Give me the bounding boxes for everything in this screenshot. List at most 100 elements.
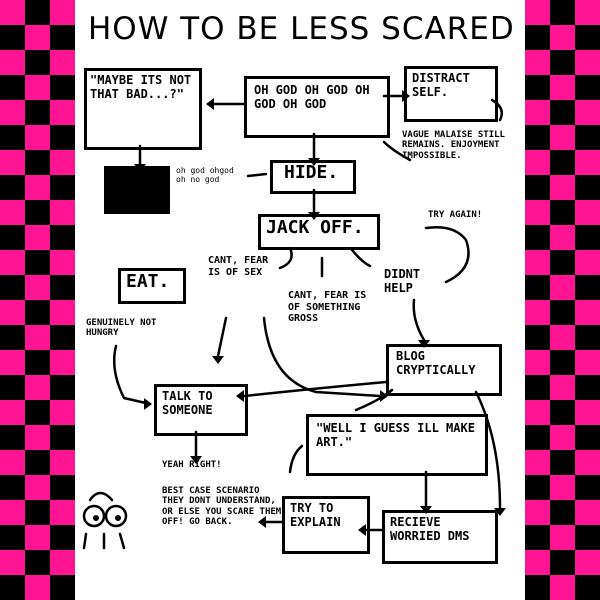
checker-square	[25, 550, 50, 575]
checker-square	[0, 350, 25, 375]
checker-border-right	[525, 0, 600, 600]
checker-square	[50, 200, 75, 225]
checker-square	[525, 225, 550, 250]
checker-square	[575, 225, 600, 250]
checker-square	[525, 300, 550, 325]
checker-square	[50, 0, 75, 25]
label-distract: DISTRACT SELF.	[412, 71, 470, 99]
checker-square	[550, 325, 575, 350]
checker-square	[25, 0, 50, 25]
paper-background	[75, 0, 525, 600]
label-try-again: TRY AGAIN!	[428, 210, 483, 220]
checker-square	[525, 175, 550, 200]
checker-square	[50, 325, 75, 350]
checker-square	[25, 25, 50, 50]
checker-square	[50, 450, 75, 475]
checker-square	[50, 300, 75, 325]
checker-square	[25, 525, 50, 550]
checker-square	[525, 425, 550, 450]
box-jack-off	[258, 214, 380, 250]
label-ohgod: OH GOD OH GOD OH GOD OH GOD	[254, 83, 370, 111]
checker-square	[525, 25, 550, 50]
checker-square	[50, 225, 75, 250]
checker-square	[25, 50, 50, 75]
checker-square	[0, 50, 25, 75]
label-yeah-right: YEAH RIGHT!	[162, 460, 222, 470]
checker-square	[550, 225, 575, 250]
checker-square	[25, 150, 50, 175]
arrow-cantgross-to-blog	[262, 316, 382, 398]
checker-square	[550, 75, 575, 100]
box-eat	[118, 268, 186, 304]
label-not-hungry: GENUINELY NOT HUNGRY	[86, 318, 157, 339]
checker-square	[0, 500, 25, 525]
checker-square	[550, 275, 575, 300]
checker-square	[25, 375, 50, 400]
checker-square	[25, 125, 50, 150]
checker-square	[550, 375, 575, 400]
label-maybe: "MAYBE ITS NOT THAT BAD...?"	[90, 73, 192, 101]
box-talk	[154, 384, 248, 436]
checker-square	[50, 575, 75, 600]
arrow-blog-to-worried	[474, 390, 502, 510]
label-ohgod-small: oh god ohgod oh no god	[176, 166, 234, 185]
checker-square	[25, 500, 50, 525]
label-eat: EAT.	[126, 271, 170, 292]
checker-square	[50, 75, 75, 100]
checker-square	[25, 450, 50, 475]
checker-square	[525, 325, 550, 350]
checker-square	[550, 0, 575, 25]
checker-square	[25, 250, 50, 275]
checker-square	[550, 200, 575, 225]
checker-square	[25, 275, 50, 300]
checker-square	[575, 75, 600, 100]
label-worried-dms: RECIEVE WORRIED DMS	[390, 515, 470, 543]
checker-square	[575, 550, 600, 575]
checker-square	[25, 100, 50, 125]
checker-square	[575, 475, 600, 500]
checker-square	[25, 300, 50, 325]
checker-square	[525, 150, 550, 175]
arrow-vague-to-ohgod	[382, 140, 412, 162]
checker-square	[0, 100, 25, 125]
checker-square	[50, 25, 75, 50]
checker-square	[525, 200, 550, 225]
checker-square	[575, 100, 600, 125]
label-hide: HIDE.	[284, 162, 339, 183]
checker-square	[0, 375, 25, 400]
checker-square	[575, 575, 600, 600]
checker-square	[0, 275, 25, 300]
box-ohgod	[244, 76, 390, 138]
checker-square	[0, 325, 25, 350]
checker-square	[550, 25, 575, 50]
arrow-jack-to-didnt	[350, 248, 372, 268]
checker-square	[575, 425, 600, 450]
checker-square	[525, 250, 550, 275]
checker-square	[50, 275, 75, 300]
checker-square	[25, 475, 50, 500]
checker-square	[550, 250, 575, 275]
checker-square	[575, 0, 600, 25]
checker-square	[0, 150, 25, 175]
checker-square	[0, 250, 25, 275]
checker-square	[575, 50, 600, 75]
checker-square	[550, 125, 575, 150]
checker-square	[575, 375, 600, 400]
checker-square	[525, 500, 550, 525]
checker-square	[525, 450, 550, 475]
checker-square	[50, 175, 75, 200]
checker-square	[525, 125, 550, 150]
box-make-art	[306, 414, 488, 476]
checker-border-left	[0, 0, 75, 600]
box-blog	[386, 344, 502, 396]
checker-square	[525, 575, 550, 600]
checker-square	[550, 400, 575, 425]
checker-square	[550, 575, 575, 600]
checker-square	[50, 400, 75, 425]
checker-square	[550, 175, 575, 200]
label-cant-gross: CANT, FEAR IS OF SOMETHING GROSS	[288, 290, 367, 324]
black-void-block	[104, 166, 170, 214]
arrow-blog-to-talk	[242, 380, 388, 398]
checker-square	[50, 100, 75, 125]
